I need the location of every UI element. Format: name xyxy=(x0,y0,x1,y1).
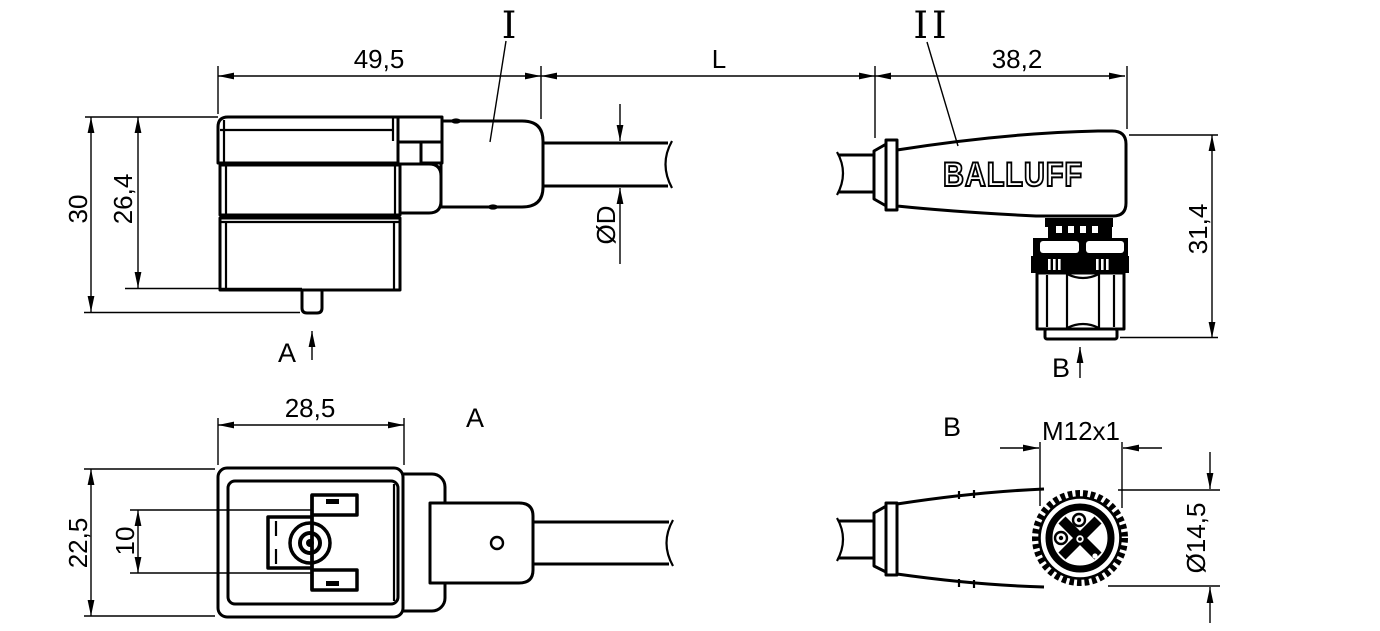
valve-connector-face-view xyxy=(216,466,674,619)
m12-body-top xyxy=(896,487,1045,589)
view-b-reference: B xyxy=(1052,353,1070,383)
cable-gland-side xyxy=(439,119,545,209)
cable-bottom-right xyxy=(836,517,875,562)
m12-coupling-nut-side xyxy=(1031,218,1129,341)
dim-height-total: 30 xyxy=(63,195,93,224)
gland-neck xyxy=(396,162,443,215)
view-a-reference: A xyxy=(278,338,296,368)
dim-contact-span: 10 xyxy=(110,527,140,556)
leader-line-section-i xyxy=(489,40,507,143)
section-marker-i: I xyxy=(502,4,517,47)
dim-cable-length: L xyxy=(712,44,726,74)
strain-relief-collar-side xyxy=(884,138,899,212)
knurled-nut-face xyxy=(1032,490,1128,586)
strain-relief-collar-top xyxy=(884,501,899,577)
contact-top xyxy=(310,493,359,517)
view-labels: I II A B A B xyxy=(278,4,1070,442)
dim-face-width: 28,5 xyxy=(285,393,336,423)
dim-knurl-diameter: Ø14,5 xyxy=(1181,503,1211,574)
leader-line-section-ii xyxy=(926,41,959,147)
dim-face-height: 22,5 xyxy=(63,518,93,569)
knurl-ring-side xyxy=(1031,256,1129,273)
center-bush-inner xyxy=(298,531,322,555)
dim-m12-width: 38,2 xyxy=(992,44,1043,74)
m12-connector-side-view: BALLUFF xyxy=(836,129,1129,341)
gland-hex-corner-top xyxy=(451,118,461,124)
housing-cap xyxy=(216,115,400,165)
latch-block-lower xyxy=(419,140,444,165)
cable-bottom-left xyxy=(533,519,674,567)
dimensioning xyxy=(84,40,1220,623)
hex-nut-side xyxy=(1035,271,1126,331)
dim-cable-diameter: ØD xyxy=(591,206,621,245)
center-bush-outer xyxy=(288,521,332,565)
knurl-ticks xyxy=(1048,259,1109,270)
connector-pin xyxy=(300,288,324,315)
contact-insert xyxy=(266,493,359,592)
socket-dot xyxy=(1092,553,1098,559)
m12-connector-face-view xyxy=(836,487,1128,589)
latch-block xyxy=(396,115,444,144)
dimension-labels: 49,5 L 38,2 30 26,4 ØD 31,4 28,5 22,5 10… xyxy=(63,44,1213,573)
nut-washer xyxy=(1043,327,1119,341)
view-a-label: A xyxy=(466,403,484,433)
balluff-logo: BALLUFF xyxy=(943,156,1083,194)
cable-right xyxy=(836,151,875,196)
housing-lower-block xyxy=(218,216,402,292)
gland-hex-corner-bottom xyxy=(488,204,498,210)
gland-hole xyxy=(489,535,505,551)
dim-valve-width: 49,5 xyxy=(354,44,405,74)
dim-m12-height: 31,4 xyxy=(1183,204,1213,255)
cable-left xyxy=(543,140,673,189)
dim-height-body: 26,4 xyxy=(108,174,138,225)
contact-bottom xyxy=(310,568,359,592)
section-marker-ii: II xyxy=(913,4,950,47)
view-b-label: B xyxy=(943,412,961,442)
housing-mid-band xyxy=(218,163,402,217)
cable-gland-top xyxy=(428,501,535,585)
dim-thread: M12x1 xyxy=(1042,416,1120,446)
m12-body-side xyxy=(895,129,1128,218)
center-pin-dot xyxy=(306,539,314,547)
valve-connector-side-view xyxy=(216,115,673,315)
